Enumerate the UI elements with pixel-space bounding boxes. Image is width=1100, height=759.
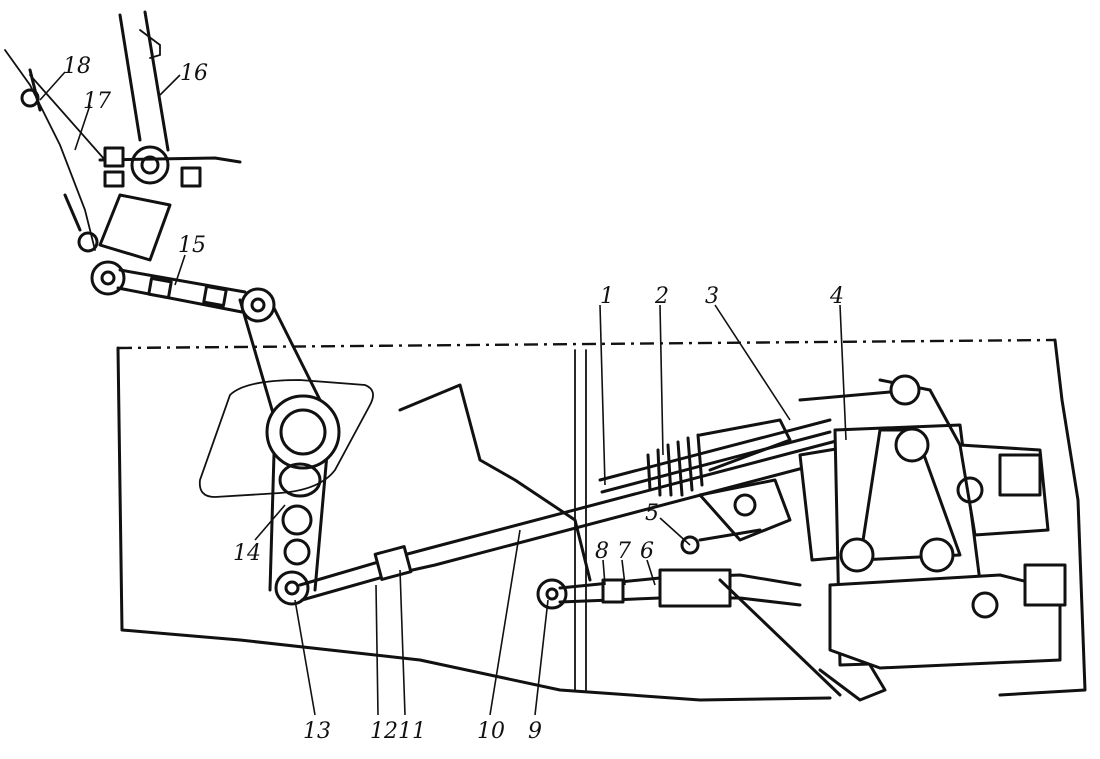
label-13: 13	[303, 719, 331, 744]
return-spring-rod	[4, 49, 106, 253]
label-17: 17	[83, 89, 111, 114]
callout-leaders	[39, 71, 847, 716]
label-18: 18	[63, 54, 91, 79]
inner-panel	[398, 383, 592, 582]
rod-15	[90, 260, 247, 314]
label-7: 7	[617, 539, 631, 564]
label-12: 12	[370, 719, 398, 744]
callout-labels: 1 2 3 4 5 6 7 8 9 10 11 12 13 14 15 16 1…	[63, 54, 844, 744]
pedal-lever	[98, 10, 242, 262]
main-pull-rod	[298, 418, 847, 602]
label-6: 6	[640, 539, 654, 564]
label-1: 1	[600, 284, 614, 309]
label-2: 2	[654, 284, 669, 309]
bellows-boot	[646, 418, 792, 497]
label-15: 15	[178, 233, 206, 258]
label-5: 5	[645, 501, 659, 526]
label-4: 4	[829, 284, 844, 309]
label-9: 9	[528, 719, 542, 744]
label-3: 3	[705, 284, 719, 309]
lower-rod	[536, 568, 842, 697]
mounting-plate	[198, 379, 374, 498]
label-8: 8	[595, 539, 609, 564]
label-11: 11	[398, 719, 426, 744]
label-10: 10	[477, 719, 505, 744]
label-16: 16	[180, 61, 208, 86]
bell-crank-14	[238, 287, 341, 606]
valve-assembly	[680, 374, 1067, 702]
label-14: 14	[233, 541, 261, 566]
